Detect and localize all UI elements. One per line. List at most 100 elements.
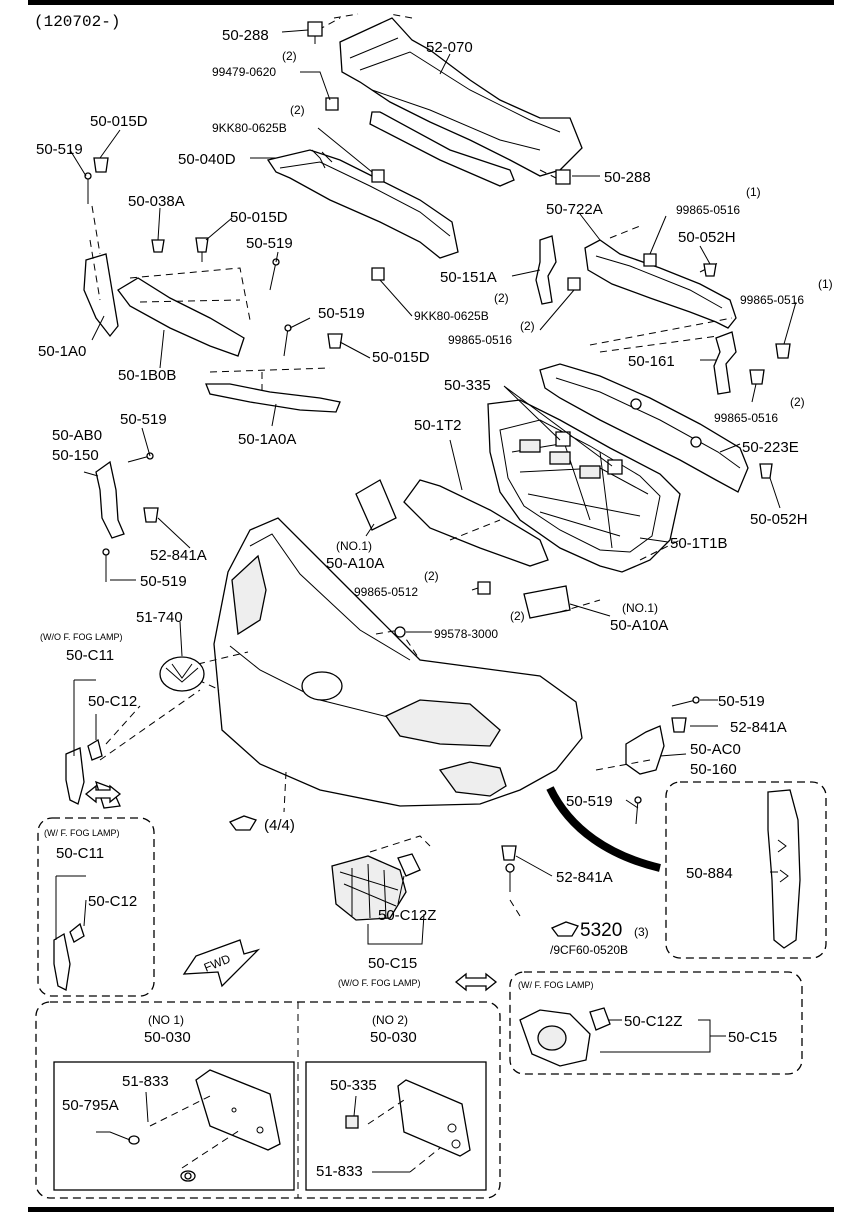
label-p99865-0516-d: 99865-0516 bbox=[714, 411, 778, 425]
label-p9cf60: /9CF60-0520B bbox=[550, 943, 628, 957]
label-p50-ac0: 50-AC0 bbox=[690, 741, 741, 758]
header-code: (120702-) bbox=[34, 13, 120, 31]
label-p50-1a0a: 50-1A0A bbox=[238, 431, 296, 448]
fog-bezel-50-C15-box bbox=[519, 1007, 611, 1067]
license-plate-bracket-no1 bbox=[195, 1069, 281, 1151]
label-q3: (3) bbox=[634, 925, 649, 939]
label-p50-c15-mid: 50-C15 bbox=[368, 955, 417, 972]
label-p50-519-b: 50-519 bbox=[246, 235, 293, 252]
label-p9kk80-0625b-bot: 9KK80-0625B bbox=[414, 309, 489, 323]
label-p50-519-f: 50-519 bbox=[718, 693, 765, 710]
label-p52-841a-left: 52-841A bbox=[150, 547, 207, 564]
label-q2-d: (2) bbox=[520, 319, 535, 333]
bottom-rule bbox=[28, 1207, 834, 1212]
label-p50-151a: 50-151A bbox=[440, 269, 497, 286]
label-q2-g: (2) bbox=[510, 609, 525, 623]
bracket-50-151A bbox=[535, 235, 557, 305]
label-p50-722a: 50-722A bbox=[546, 201, 603, 218]
part-labels: 50-288 52-070 (2) 99479-0620 (2) 9KK80-0… bbox=[36, 27, 833, 1180]
front-bumper bbox=[213, 517, 583, 807]
label-q1-a: (1) bbox=[746, 185, 761, 199]
label-no2-plate: (NO 2) bbox=[372, 1013, 408, 1027]
top-rule bbox=[28, 0, 834, 5]
panel-box-50-884 bbox=[665, 781, 827, 959]
fasteners bbox=[84, 21, 791, 1180]
label-p50-c12-box: 50-C12 bbox=[88, 893, 137, 910]
label-p50-c15-box: 50-C15 bbox=[728, 1029, 777, 1046]
label-p50-519-d: 50-519 bbox=[120, 411, 167, 428]
label-p50-a10a-left: 50-A10A bbox=[326, 555, 384, 572]
label-p50-288-top: 50-288 bbox=[222, 27, 269, 44]
side-bracket-50-150 bbox=[95, 460, 125, 539]
lower-cover-50-1B0B bbox=[117, 277, 245, 357]
bracket-50-722A bbox=[584, 239, 737, 329]
label-p50-1t2: 50-1T2 bbox=[414, 417, 462, 434]
label-p51-833-a: 51-833 bbox=[122, 1073, 169, 1090]
label-p50-335-plate: 50-335 bbox=[330, 1077, 377, 1094]
label-ref-44: (4/4) bbox=[264, 817, 295, 834]
double-arrow-left bbox=[84, 784, 122, 804]
label-p50-c11-top: 50-C11 bbox=[66, 647, 114, 664]
label-p50-335-top: 50-335 bbox=[444, 377, 491, 394]
label-p50-223e: 50-223E bbox=[742, 439, 799, 456]
double-arrow-mid bbox=[454, 972, 498, 992]
leader-lines bbox=[55, 29, 797, 1173]
label-q1-b: (1) bbox=[818, 277, 833, 291]
label-p50-161: 50-161 bbox=[628, 353, 675, 370]
label-p50-052h-top: 50-052H bbox=[678, 229, 736, 246]
side-bracket-50-160 bbox=[625, 725, 665, 775]
upper-support-50-223E bbox=[539, 363, 749, 493]
label-p50-1a0: 50-1A0 bbox=[38, 343, 86, 360]
label-p50-160: 50-160 bbox=[690, 761, 737, 778]
label-p99865-0516-a: 99865-0516 bbox=[676, 203, 740, 217]
label-p99865-0516-c: 99865-0516 bbox=[740, 293, 804, 307]
w-fog-box-right bbox=[509, 971, 803, 1075]
label-w-fog-2: (W/ F. FOG LAMP) bbox=[518, 980, 594, 990]
label-p52-841a-right: 52-841A bbox=[730, 719, 787, 736]
fog-grille-50-C15-mid bbox=[331, 853, 421, 921]
label-p52-070: 52-070 bbox=[426, 39, 473, 56]
label-q2-e: (2) bbox=[790, 395, 805, 409]
label-p50-884: 50-884 bbox=[686, 865, 733, 882]
label-p50-040d: 50-040D bbox=[178, 151, 236, 168]
license-plate-bracket-no2 bbox=[397, 1079, 471, 1157]
w-fog-box-left bbox=[37, 817, 155, 997]
label-no1-plate: (NO 1) bbox=[148, 1013, 184, 1027]
label-p50-c11-box: 50-C11 bbox=[56, 845, 104, 862]
label-p50-052h-right: 50-052H bbox=[750, 511, 808, 528]
label-no1-b: (NO.1) bbox=[622, 601, 658, 615]
label-p50-c12-top: 50-C12 bbox=[88, 693, 137, 710]
energy-absorber-50-040D bbox=[266, 149, 459, 259]
label-p99479-0620: 99479-0620 bbox=[212, 65, 276, 79]
label-p50-1b0b: 50-1B0B bbox=[118, 367, 176, 384]
label-p99865-0512: 99865-0512 bbox=[354, 585, 418, 599]
label-p50-1t1b: 50-1T1B bbox=[670, 535, 728, 552]
label-ref-5320: 5320 bbox=[580, 920, 622, 941]
label-p52-841a-low: 52-841A bbox=[556, 869, 613, 886]
label-no1-a: (NO.1) bbox=[336, 539, 372, 553]
seal-strip bbox=[546, 786, 661, 872]
label-p50-519-c: 50-519 bbox=[318, 305, 365, 322]
label-p51-833-b: 51-833 bbox=[316, 1163, 363, 1180]
fog-cover-50-C11-box bbox=[53, 922, 85, 991]
label-p50-519-a: 50-519 bbox=[36, 141, 83, 158]
label-q2-b: (2) bbox=[290, 103, 305, 117]
lower-cover-50-1A0A bbox=[205, 383, 341, 413]
label-wo-fog-1: (W/O F. FOG LAMP) bbox=[40, 632, 123, 642]
label-w-fog-1: (W/ F. FOG LAMP) bbox=[44, 828, 120, 838]
label-p50-a10a-right: 50-A10A bbox=[610, 617, 668, 634]
lower-cover-50-1A0 bbox=[83, 253, 119, 338]
label-wo-fog-2: (W/O F. FOG LAMP) bbox=[338, 978, 421, 988]
fwd-arrow: FWD bbox=[182, 939, 261, 988]
emblem-51-740 bbox=[159, 656, 205, 692]
label-p50-015d-mid: 50-015D bbox=[230, 209, 288, 226]
label-q2-f: (2) bbox=[424, 569, 439, 583]
label-p99865-0516-b: 99865-0516 bbox=[448, 333, 512, 347]
label-p50-c12z-box: 50-C12Z bbox=[624, 1013, 682, 1030]
label-p50-795a: 50-795A bbox=[62, 1097, 119, 1114]
bumper-reinforcement-52-070 bbox=[339, 17, 583, 187]
label-q2-a: (2) bbox=[282, 49, 297, 63]
label-p50-030-a: 50-030 bbox=[144, 1029, 191, 1046]
cap-50-A10A-right bbox=[523, 585, 571, 619]
